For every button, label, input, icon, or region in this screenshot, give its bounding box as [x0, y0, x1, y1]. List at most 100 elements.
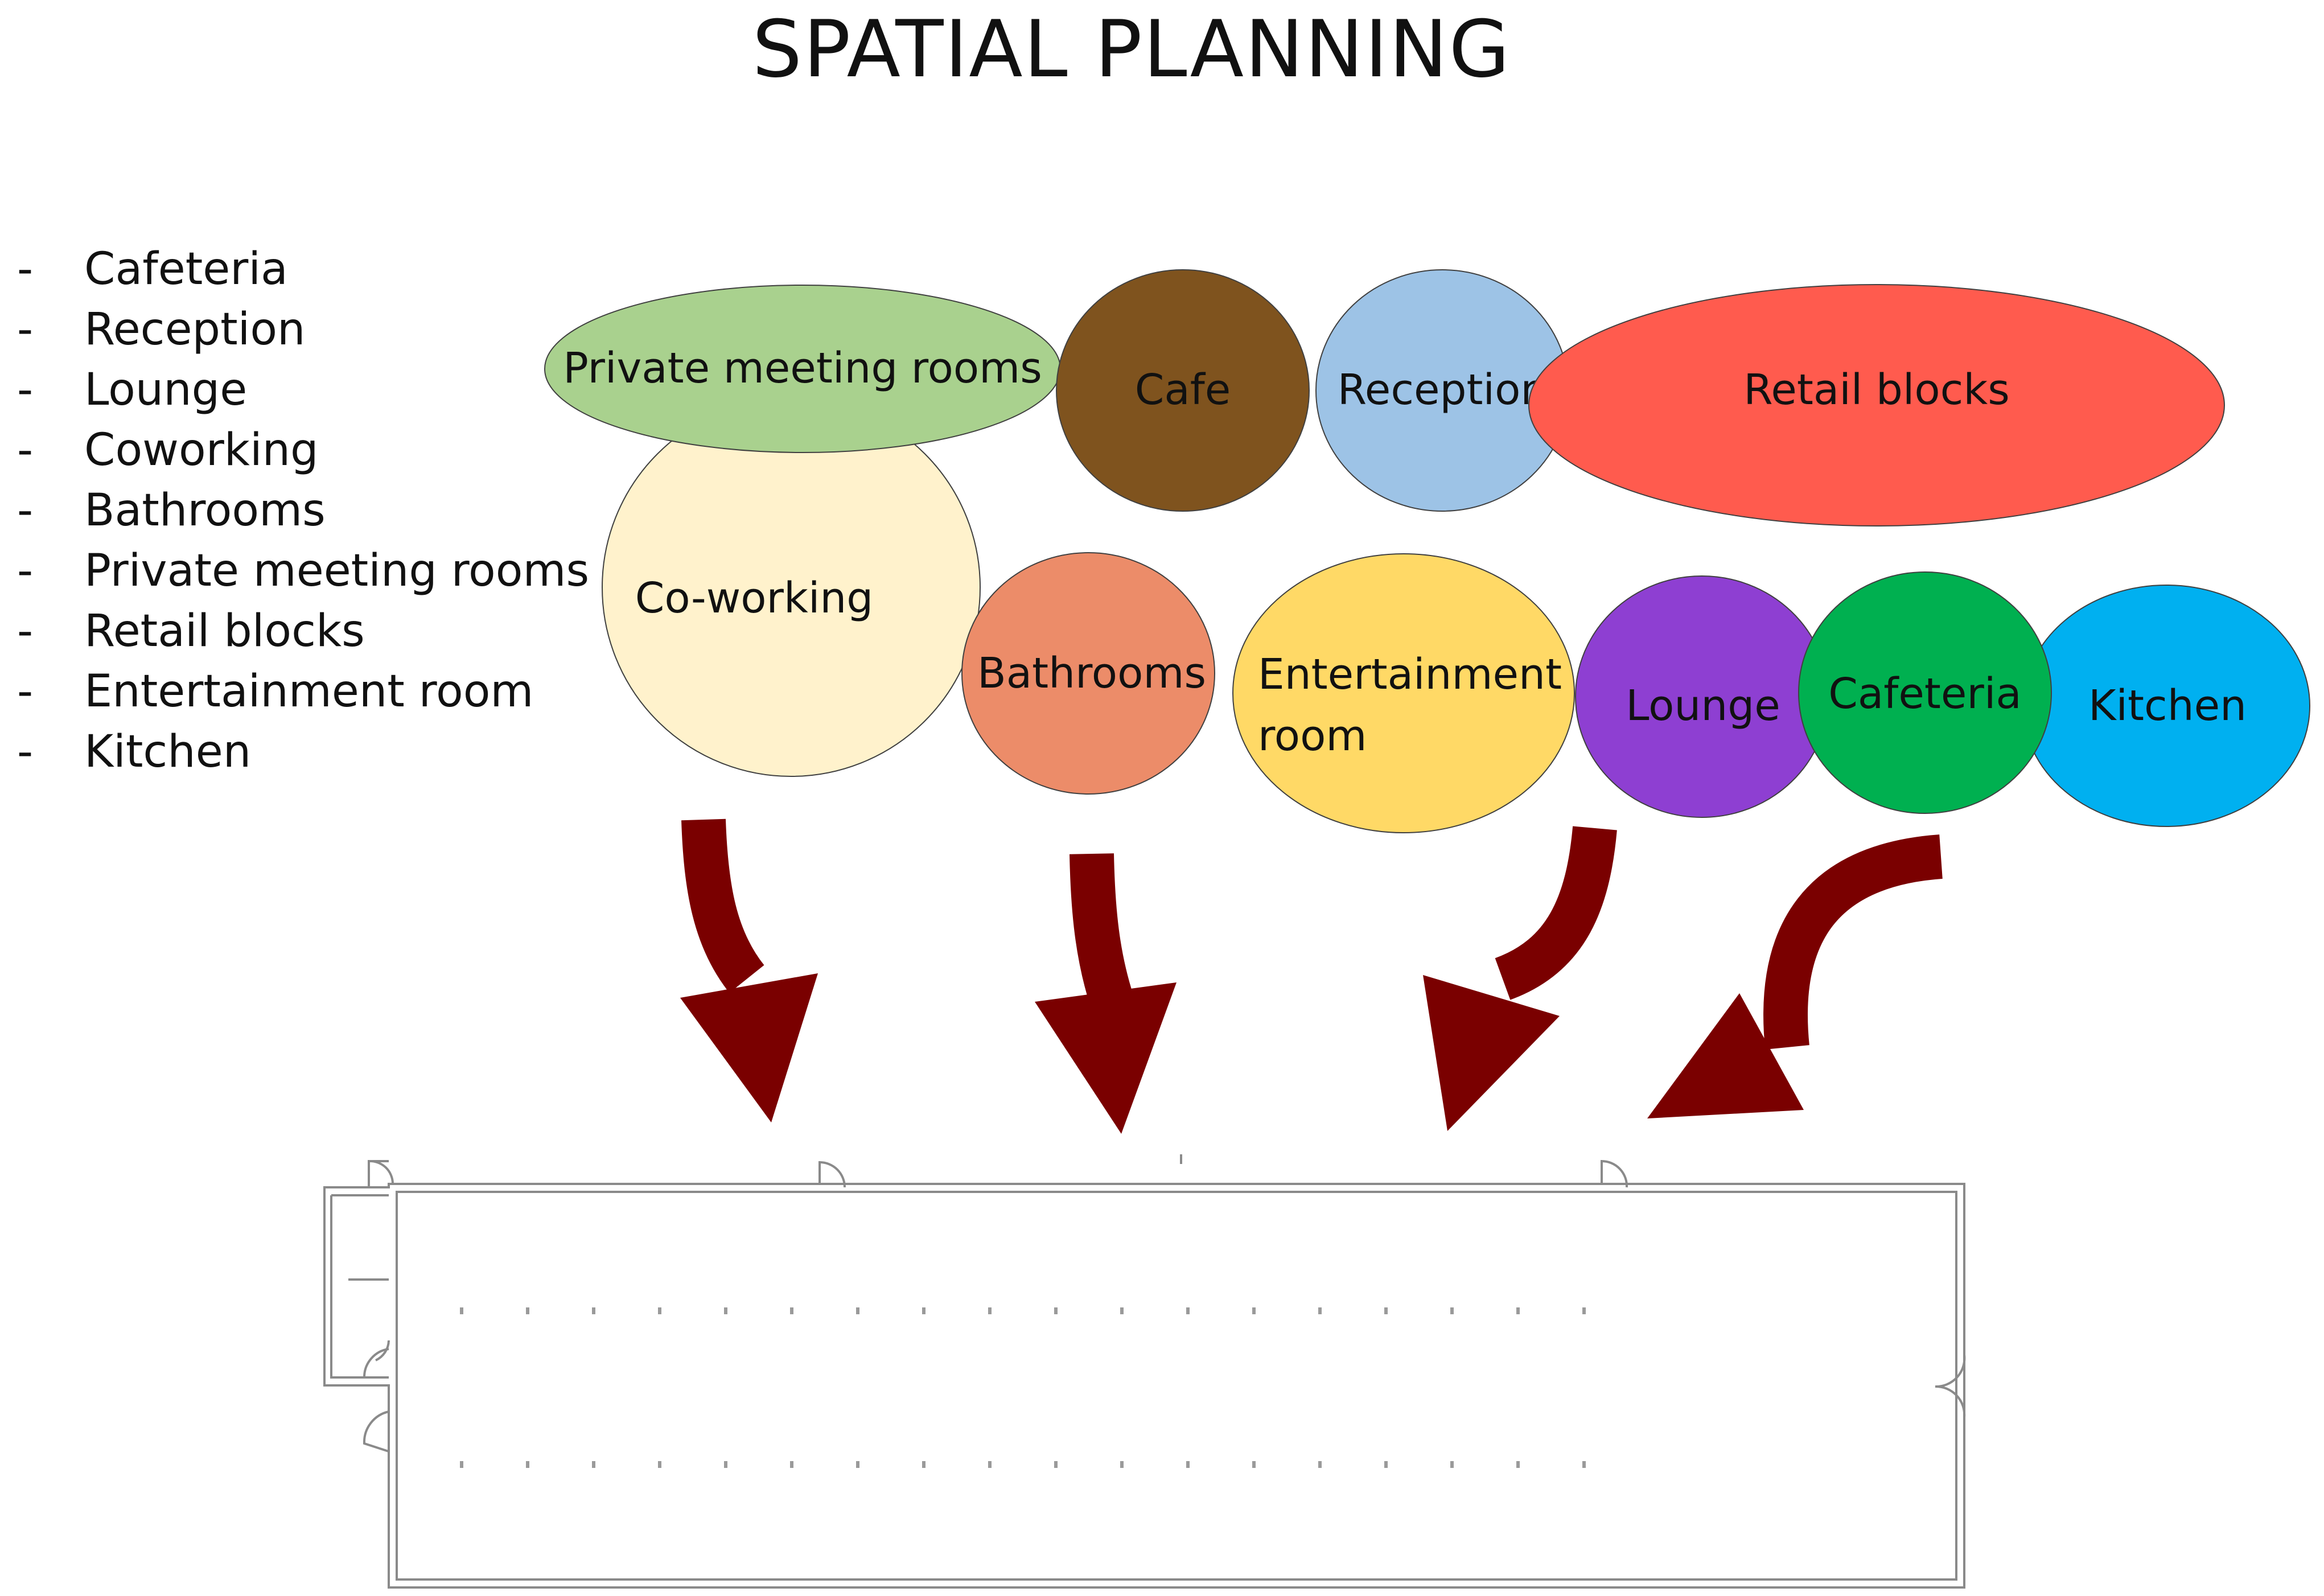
list-item-label: Cafeteria: [84, 244, 288, 295]
column-marker: [1384, 1461, 1388, 1468]
column-marker: [1582, 1461, 1586, 1468]
list-item: -Private meeting rooms: [17, 541, 589, 601]
floor-plan-door-6: [1935, 1354, 1966, 1418]
list-bullet: -: [17, 545, 34, 597]
bathrooms-bubble-label: Bathrooms: [977, 649, 1206, 698]
retail-blocks-bubble-label: Retail blocks: [1743, 365, 2010, 414]
entertainment-room-bubble-label: Entertainment room: [1258, 650, 1576, 760]
list-item: -Reception: [17, 299, 589, 360]
column-marker: [658, 1307, 661, 1314]
list-bullet: -: [17, 726, 34, 778]
floor-plan-door-1: [818, 1161, 846, 1188]
column-marker: [922, 1307, 926, 1314]
bubble-lounge: Lounge: [1575, 575, 1829, 818]
list-item: -Kitchen: [17, 722, 589, 782]
arrow-3-shaft: [1494, 826, 1617, 1000]
list-bullet: -: [17, 304, 34, 355]
list-item: -Cafeteria: [17, 239, 589, 299]
list-bullet: -: [17, 364, 34, 416]
column-marker: [1120, 1307, 1124, 1314]
list-item: -Bathrooms: [17, 480, 589, 541]
bubble-kitchen: Kitchen: [2022, 585, 2310, 827]
list-item-label: Kitchen: [84, 726, 252, 778]
list-item: -Coworking: [17, 420, 589, 480]
list-item-label: Private meeting rooms: [84, 545, 590, 597]
column-marker: [988, 1461, 992, 1468]
list-item-label: Lounge: [84, 364, 248, 416]
arrow-4-head: [1647, 993, 1804, 1118]
column-marker: [1054, 1307, 1058, 1314]
space-list: -Cafeteria -Reception -Lounge -Coworking…: [17, 239, 589, 782]
list-item-label: Reception: [84, 304, 306, 355]
floor-plan: [323, 1154, 1966, 1589]
retail-blocks-bubble-shape: [1528, 284, 2225, 526]
bubble-diagram: Co-working Private meeting rooms Cafe Re…: [544, 269, 2310, 833]
floor-plan-door-2: [1601, 1159, 1628, 1188]
column-marker: [790, 1307, 793, 1314]
cafe-bubble-label: Cafe: [1135, 365, 1231, 414]
cafeteria-bubble-label: Cafeteria: [1828, 669, 2021, 718]
cafe-bubble-shape: [1056, 269, 1310, 512]
list-item: -Entertainment room: [17, 661, 589, 722]
arrow-3: [1423, 826, 1617, 1131]
list-item-label: Coworking: [84, 425, 319, 476]
column-marker: [1252, 1461, 1256, 1468]
list-item-label: Bathrooms: [84, 485, 326, 536]
bubble-cafe: Cafe: [1056, 269, 1310, 512]
floor-plan-annex-inner: [330, 1194, 389, 1379]
bubble-cafeteria: Cafeteria: [1798, 571, 2052, 814]
column-marker: [1186, 1307, 1190, 1314]
list-bullet: -: [17, 485, 34, 536]
floor-plan-door-3: [368, 1159, 394, 1187]
private-meeting-rooms-bubble-label: Private meeting rooms: [563, 344, 1042, 393]
cafeteria-bubble-shape: [1798, 571, 2052, 814]
column-marker: [526, 1461, 529, 1468]
bubble-coworking: Co-working: [602, 398, 981, 777]
arrow-2: [1035, 853, 1177, 1134]
bubble-entertainment-room: Entertainment room: [1232, 553, 1576, 833]
column-marker: [1120, 1461, 1124, 1468]
column-marker: [922, 1461, 926, 1468]
column-marker: [460, 1461, 463, 1468]
entertainment-room-label-line1: Entertainment: [1258, 650, 1562, 699]
column-marker: [1450, 1307, 1454, 1314]
column-marker: [1186, 1461, 1190, 1468]
column-marker: [592, 1307, 595, 1314]
column-marker: [856, 1461, 859, 1468]
kitchen-bubble-label: Kitchen: [2088, 681, 2247, 730]
column-marker: [724, 1461, 727, 1468]
column-marker: [1516, 1461, 1520, 1468]
column-marker: [1252, 1307, 1256, 1314]
reception-bubble-label: Reception: [1338, 365, 1548, 414]
entertainment-room-bubble-shape: [1232, 553, 1575, 833]
arrow-3-head: [1423, 975, 1560, 1131]
arrow-2-shaft: [1070, 853, 1134, 1009]
column-marker: [724, 1307, 727, 1314]
entertainment-room-label-line2: room: [1258, 711, 1367, 760]
list-bullet: -: [17, 606, 34, 657]
floor-plan-inner-wall: [396, 1191, 1957, 1581]
column-marker: [988, 1307, 992, 1314]
column-marker: [1318, 1461, 1322, 1468]
list-bullet: -: [17, 425, 34, 476]
column-marker: [856, 1307, 859, 1314]
column-marker: [1318, 1307, 1322, 1314]
floor-plan-columns: [460, 1307, 1586, 1468]
column-marker: [658, 1461, 661, 1468]
bubble-reception: Reception: [1315, 269, 1569, 512]
list-bullet: -: [17, 666, 34, 717]
arrow-4-shaft: [1763, 834, 1943, 1050]
list-item: -Lounge: [17, 360, 589, 420]
bubble-retail-blocks: Retail blocks: [1528, 284, 2225, 526]
column-marker: [1582, 1307, 1586, 1314]
floor-plan-door-4: [363, 1348, 389, 1379]
column-marker: [1054, 1461, 1058, 1468]
column-marker: [1384, 1307, 1388, 1314]
arrow-1-shaft: [681, 818, 764, 993]
bubble-private-meeting-rooms: Private meeting rooms: [544, 285, 1061, 453]
bathrooms-bubble-shape: [961, 552, 1215, 795]
column-marker: [790, 1461, 793, 1468]
list-item: -Retail blocks: [17, 601, 589, 661]
list-item-label: Entertainment room: [84, 666, 534, 717]
column-marker: [1516, 1307, 1520, 1314]
